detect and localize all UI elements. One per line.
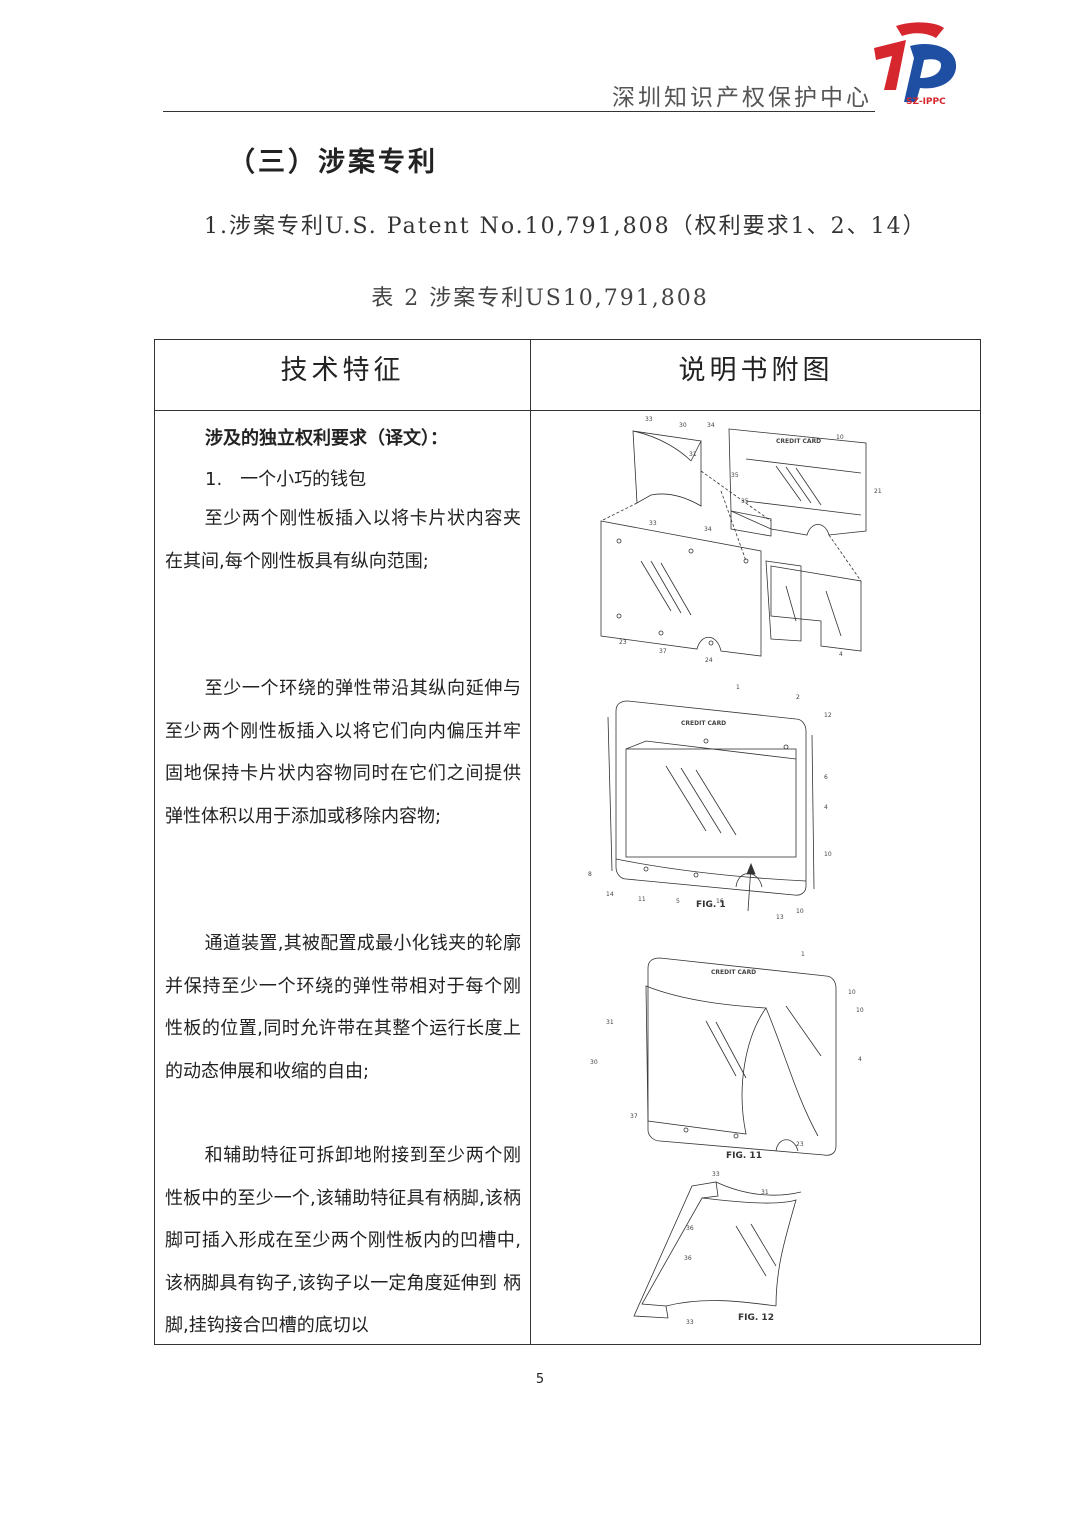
svg-text:30: 30 [590,1059,598,1066]
claim-paragraph: 通道装置,其被配置成最小化钱夹的轮廓并保持至少一个环绕的弹性带相对于每个刚性板的… [165,933,521,1082]
exploded-wallet-drawing: CREDIT CARD 33 30 34 [600,416,882,664]
table-column-divider [530,340,531,1344]
fig12-band-clip-drawing: FIG. 12 33 31 36 36 33 [633,1171,802,1326]
svg-text:33: 33 [686,1319,694,1326]
svg-text:1: 1 [736,684,740,691]
claim-item: 1. 一个小巧的钱包 [205,469,367,490]
svg-text:35: 35 [731,472,739,479]
svg-text:6: 6 [824,774,828,781]
svg-text:10: 10 [824,851,832,858]
svg-text:23: 23 [619,639,627,646]
svg-text:31: 31 [761,1189,769,1196]
svg-text:36: 36 [684,1255,692,1262]
svg-text:34: 34 [707,422,715,429]
svg-text:4: 4 [858,1056,862,1063]
svg-text:8: 8 [588,871,592,878]
credit-card-text: CREDIT CARD [776,438,821,445]
patent-line: 1.涉案专利U.S. Patent No.10,791,808（权利要求1、2、… [204,214,927,239]
patent-drawings-cell: CREDIT CARD 33 30 34 [531,411,981,1345]
column-header-technical-features: 技术特征 [280,355,405,386]
claim-paragraph: 和辅助特征可拆卸地附接到至少两个刚性板中的至少一个,该辅助特征具有柄脚,该柄脚可… [165,1145,521,1336]
svg-text:33: 33 [645,416,653,423]
section-title: （三）涉案专利 [228,147,438,178]
svg-text:30: 30 [679,422,687,429]
fig1-label: FIG. 1 [696,900,726,910]
fig1-assembled-wallet-drawing: CREDIT CARD FIG. 1 1 2 12 6 4 10 8 14 11… [588,684,832,921]
svg-text:36: 36 [686,1225,694,1232]
svg-text:37: 37 [630,1113,638,1120]
svg-text:23: 23 [796,1141,804,1148]
svg-text:10: 10 [796,908,804,915]
svg-text:1: 1 [801,951,805,958]
svg-text:12: 12 [824,712,832,719]
svg-text:11: 11 [638,896,646,903]
svg-text:5: 5 [676,898,680,905]
svg-text:21: 21 [874,488,882,495]
svg-text:33: 33 [712,1171,720,1178]
svg-text:4: 4 [839,651,843,658]
svg-text:37: 37 [659,648,667,655]
svg-text:31: 31 [689,451,697,458]
svg-text:4: 4 [824,804,828,811]
svg-text:14: 14 [606,891,614,898]
logo-text: SZ-IPPC [906,97,946,107]
claim-paragraph: 至少一个环绕的弹性带沿其纵向延伸与至少两个刚性板插入以将它们向内偏压并牢固地保持… [165,678,521,827]
svg-text:13: 13 [776,914,784,921]
svg-text:24: 24 [705,657,713,664]
sz-ippc-logo: SZ-IPPC [874,22,957,107]
svg-text:31: 31 [606,1019,614,1026]
svg-text:33: 33 [649,520,657,527]
table-caption: 表 2 涉案专利US10,791,808 [371,286,709,311]
claim-heading: 涉及的独立权利要求（译文）： [205,428,448,449]
header-rule [163,111,875,112]
credit-card-text: CREDIT CARD [711,969,756,976]
svg-text:16: 16 [716,898,724,905]
svg-text:2: 2 [796,694,800,701]
header-org-name: 深圳知识产权保护中心 [612,85,872,111]
patent-feature-table: 技术特征 说明书附图 涉及的独立权利要求（译文）： 1. 一个小巧的钱包 至少两… [154,339,981,1345]
svg-text:10: 10 [836,434,844,441]
svg-text:34: 34 [704,526,712,533]
column-header-drawings: 说明书附图 [678,355,834,386]
svg-text:10: 10 [856,1007,864,1014]
credit-card-text: CREDIT CARD [681,720,726,727]
fig11-wallet-band-drawing: CREDIT CARD FIG. 11 1 10 10 31 30 4 37 2… [590,951,864,1161]
fig12-label: FIG. 12 [738,1313,774,1323]
fig11-label: FIG. 11 [726,1151,762,1161]
table-header-divider [155,410,980,411]
claim-paragraph: 至少两个刚性板插入以将卡片状内容夹在其间,每个刚性板具有纵向范围; [165,508,521,572]
page-number: 5 [535,1372,545,1387]
svg-text:10: 10 [848,989,856,996]
svg-text:35: 35 [741,498,749,505]
